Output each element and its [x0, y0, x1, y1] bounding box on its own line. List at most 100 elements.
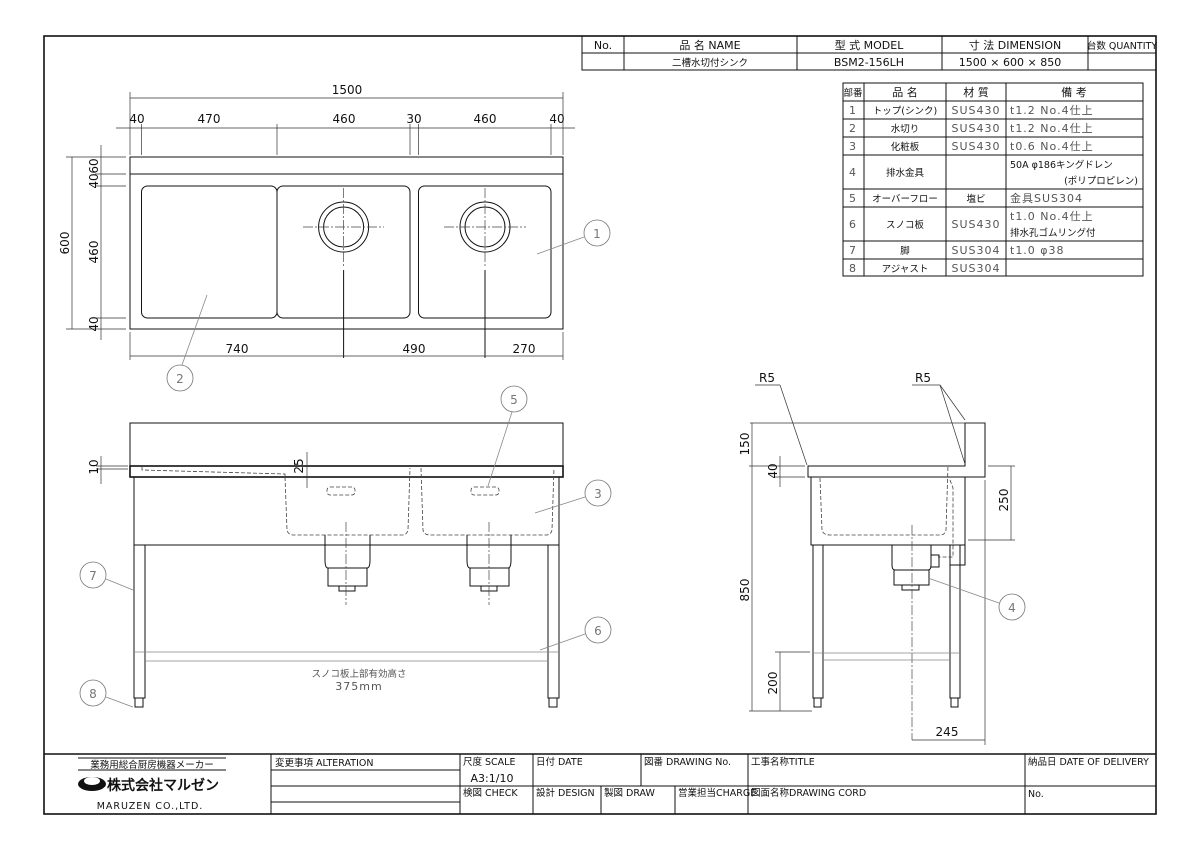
svg-text:オーバーフロー: オーバーフロー — [872, 194, 938, 205]
svg-text:水切り: 水切り — [891, 123, 920, 135]
dim-overall-width: 1500 — [332, 83, 363, 97]
dim-text: 60 — [87, 158, 101, 173]
drainboard — [141, 185, 278, 319]
balloon-5: 5 — [500, 385, 528, 413]
parts-header-material: 材 質 — [963, 85, 989, 99]
shelf-clearance: 375mm — [335, 680, 382, 693]
svg-text:8: 8 — [849, 262, 857, 275]
svg-text:金具SUS304: 金具SUS304 — [1010, 191, 1083, 205]
product-model: BSM2-156LH — [834, 56, 904, 69]
parts-table: 部番 品 名 材 質 備 考 1 トップ(シンク) SUS430 t1.2 No… — [842, 82, 1144, 277]
scale-label: 尺度 SCALE — [463, 756, 515, 768]
svg-text:50A φ186キングドレン: 50A φ186キングドレン — [1010, 159, 1113, 171]
svg-text:SUS430: SUS430 — [951, 104, 1000, 117]
svg-text:4: 4 — [849, 166, 857, 179]
svg-text:SUS430: SUS430 — [951, 218, 1000, 231]
part-balloons: 1 2 3 4 5 6 7 8 — [79, 219, 1026, 708]
drawing-no-label: 図番 DRAWING No. — [644, 756, 731, 768]
dim-text: 200 — [766, 672, 780, 695]
svg-text:スノコ板: スノコ板 — [886, 219, 925, 231]
svg-text:トップ(シンク): トップ(シンク) — [873, 106, 937, 117]
company-name-en: MARUZEN CO.,LTD. — [97, 801, 204, 812]
balloon-2: 2 — [166, 364, 194, 392]
svg-text:7: 7 — [849, 244, 857, 257]
side-view: R5 R5 150 40 850 200 250 245 — [738, 371, 1015, 745]
scale-value: A3:1/10 — [471, 772, 514, 785]
alteration-label: 変更事項 ALTERATION — [275, 757, 373, 769]
parts-header-name: 品 名 — [892, 85, 918, 99]
svg-text:t1.0 No.4仕上: t1.0 No.4仕上 — [1010, 210, 1094, 223]
svg-text:3: 3 — [594, 487, 602, 501]
radius-left: R5 — [759, 371, 775, 385]
dim-text: 270 — [513, 342, 536, 356]
dim-text: 40 — [766, 463, 780, 478]
dim-text: 40 — [87, 173, 101, 188]
dim-text: 10 — [87, 459, 101, 474]
product-name: 二槽水切付シンク — [672, 57, 748, 69]
svg-text:t1.2 No.4仕上: t1.2 No.4仕上 — [1010, 104, 1094, 117]
dim-overall-depth: 600 — [58, 232, 72, 255]
shelf-note: スノコ板上部有効高さ — [311, 668, 406, 680]
parts-row: 8 アジャスト SUS304 — [849, 262, 1000, 275]
charge-label: 営業担当CHARGE — [678, 787, 756, 799]
draw-label: 製図 DRAW — [604, 787, 656, 799]
dim-text: 490 — [403, 342, 426, 356]
svg-text:SUS430: SUS430 — [951, 122, 1000, 135]
parts-row: 5 オーバーフロー 塩ビ 金具SUS304 — [849, 191, 1083, 205]
dim-text: 460 — [333, 112, 356, 126]
company-tagline: 業務用総合厨房機器メーカー — [90, 759, 214, 771]
svg-text:5: 5 — [510, 393, 518, 407]
svg-text:2: 2 — [176, 372, 184, 386]
header-quantity: 台数 QUANTITY — [1087, 40, 1157, 52]
header-model: 型 式 MODEL — [835, 38, 905, 52]
leg-left — [133, 544, 146, 699]
svg-text:脚: 脚 — [900, 246, 910, 257]
parts-row: 2 水切り SUS430 t1.2 No.4仕上 — [849, 122, 1093, 135]
svg-text:6: 6 — [849, 218, 857, 231]
balloon-1: 1 — [583, 219, 611, 247]
parts-header-no: 部番 — [843, 87, 863, 99]
svg-text:3: 3 — [849, 140, 857, 153]
company-logo: 業務用総合厨房機器メーカー 株式会社マルゼン MARUZEN CO.,LTD. — [78, 757, 226, 812]
dim-text: 245 — [936, 725, 959, 739]
svg-text:5: 5 — [849, 192, 857, 205]
dim-text: 25 — [292, 458, 306, 473]
svg-text:2: 2 — [849, 122, 857, 135]
svg-text:7: 7 — [89, 569, 97, 583]
svg-text:アジャスト: アジャスト — [882, 264, 929, 275]
svg-text:排水孔ゴムリング付: 排水孔ゴムリング付 — [1010, 227, 1096, 239]
dim-text: 460 — [87, 241, 101, 264]
parts-row: 7 脚 SUS304 t1.0 φ38 — [849, 244, 1065, 257]
title-label: 工事名称TITLE — [751, 756, 815, 768]
svg-text:SUS430: SUS430 — [951, 140, 1000, 153]
design-label: 設計 DESIGN — [536, 787, 595, 799]
header-no: No. — [594, 39, 612, 52]
product-dimension: 1500 × 600 × 850 — [959, 56, 1061, 69]
svg-text:1: 1 — [593, 227, 601, 241]
plan-view: 1500 40 470 460 30 460 40 600 60 40 460 … — [58, 83, 575, 360]
header-name: 品 名 NAME — [679, 38, 740, 52]
dim-text: 40 — [549, 112, 564, 126]
company-name-jp: 株式会社マルゼン — [107, 777, 219, 794]
parts-row: 1 トップ(シンク) SUS430 t1.2 No.4仕上 — [849, 104, 1094, 117]
parts-row: 6 スノコ板 SUS430 t1.0 No.4仕上 排水孔ゴムリング付 — [849, 210, 1096, 239]
title-block: 業務用総合厨房機器メーカー 株式会社マルゼン MARUZEN CO.,LTD. … — [44, 753, 1156, 814]
svg-text:化粧板: 化粧板 — [891, 141, 920, 153]
svg-text:8: 8 — [89, 687, 97, 701]
leg-back — [949, 544, 961, 699]
header-dimension: 寸 法 DIMENSION — [969, 38, 1062, 52]
date-label: 日付 DATE — [536, 757, 583, 768]
parts-row: 3 化粧板 SUS430 t0.6 No.4仕上 — [849, 140, 1093, 153]
balloon-3: 3 — [584, 479, 612, 507]
svg-text:t1.0 φ38: t1.0 φ38 — [1010, 244, 1065, 257]
svg-text:1: 1 — [849, 104, 857, 117]
dim-text: 470 — [198, 112, 221, 126]
radius-right: R5 — [915, 371, 931, 385]
balloon-8: 8 — [79, 679, 107, 707]
dim-text: 40 — [87, 316, 101, 331]
dim-text: 30 — [406, 112, 421, 126]
svg-text:(ポリプロピレン): (ポリプロピレン) — [1064, 176, 1138, 187]
no-label: No. — [1028, 789, 1044, 800]
front-view: スノコ板上部有効高さ 375mm 10 25 — [87, 422, 564, 708]
